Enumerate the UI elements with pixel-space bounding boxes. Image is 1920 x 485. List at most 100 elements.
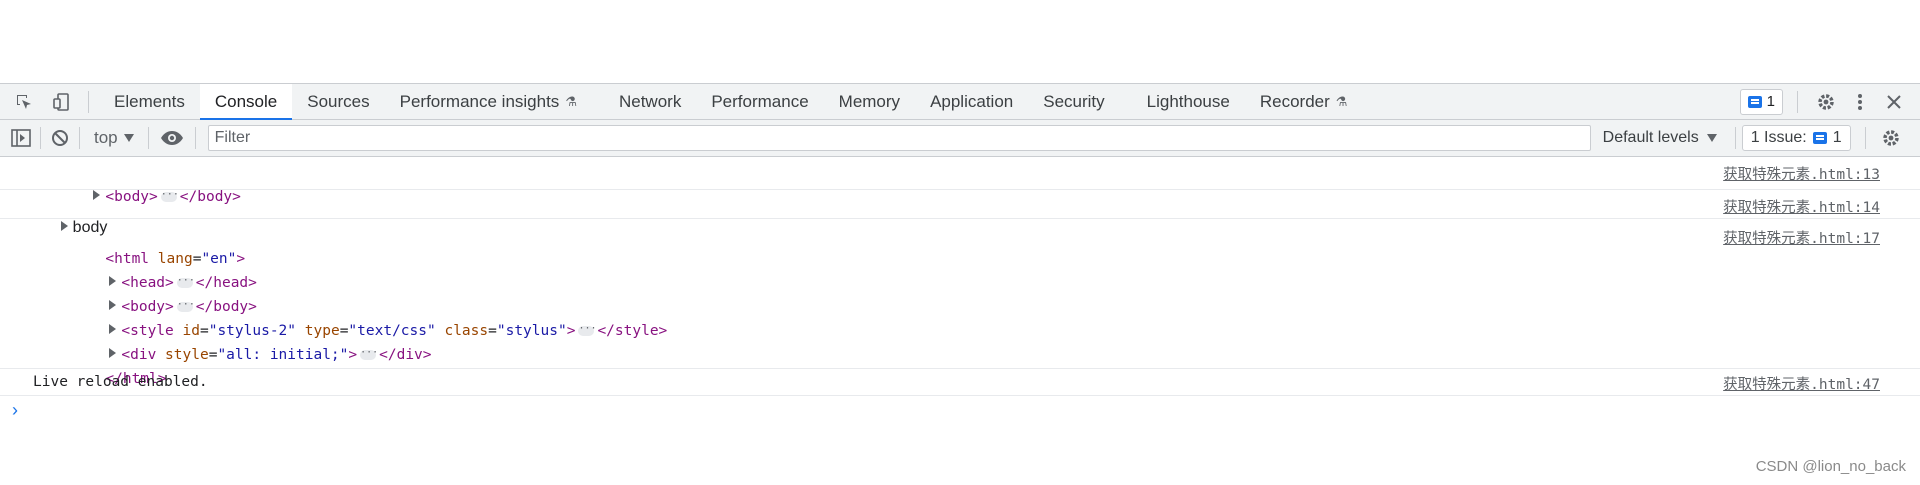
- attr-name: id: [182, 323, 200, 339]
- tab-label: Recorder: [1259, 91, 1330, 111]
- attr-value: "text/css": [348, 323, 436, 339]
- context-label: top: [94, 128, 118, 147]
- divider: [194, 127, 196, 149]
- tab-application[interactable]: Application: [915, 84, 1028, 119]
- divider: [147, 127, 149, 149]
- object-preview[interactable]: <body>···</body>: [0, 157, 1920, 205]
- expand-triangle-icon[interactable]: [93, 190, 101, 200]
- source-link[interactable]: 获取特殊元素.html:47: [1723, 377, 1880, 393]
- dom-node-div[interactable]: <div style="all: initial;">···</div>: [0, 319, 1920, 363]
- html-close-tag: </html>: [105, 371, 167, 387]
- attr-value: "stylus-2": [208, 323, 297, 339]
- more-options-icon[interactable]: [1846, 88, 1874, 116]
- tab-label: Network: [618, 91, 682, 111]
- live-expression-eye-icon[interactable]: [155, 125, 189, 151]
- tab-performance-insights[interactable]: Performance insights⚗: [385, 84, 592, 119]
- divider: [79, 127, 80, 149]
- page-blank-area: [0, 0, 1920, 83]
- levels-label: Default levels: [1602, 129, 1699, 146]
- tab-console[interactable]: Console: [199, 84, 293, 120]
- divider: [1734, 127, 1736, 149]
- experiment-flask-icon: ⚗: [565, 93, 577, 109]
- attr-value: "en": [201, 251, 237, 267]
- expand-triangle-icon[interactable]: [109, 276, 117, 286]
- issues-button[interactable]: 1 Issue: 1: [1741, 125, 1851, 151]
- tab-label: Security: [1043, 91, 1105, 111]
- clear-console-icon[interactable]: [47, 125, 73, 151]
- divider: [40, 127, 41, 149]
- expand-triangle-icon[interactable]: [109, 300, 117, 310]
- context-selector[interactable]: top: [86, 128, 142, 148]
- console-messages: <body>···</body> 获取特殊元素.html:13 body 获取特…: [0, 157, 1920, 396]
- watermark: CSDN @lion_no_back: [1755, 458, 1906, 475]
- settings-gear-icon[interactable]: [1812, 88, 1840, 116]
- tab-performance[interactable]: Performance: [696, 84, 823, 119]
- panel-tabs: Elements Console Sources Performance ins…: [99, 84, 1363, 120]
- console-prompt-chevron-icon[interactable]: ›: [12, 400, 18, 420]
- source-link[interactable]: 获取特殊元素.html:13: [1723, 167, 1880, 183]
- tag-bracket: >: [236, 251, 246, 267]
- inspect-element-icon[interactable]: [12, 90, 36, 114]
- head-open-tag: <head>: [121, 275, 174, 291]
- tab-elements[interactable]: Elements: [99, 84, 200, 119]
- divider: [88, 90, 89, 113]
- attr-value: "stylus": [496, 323, 567, 339]
- style-close-tag: </style>: [597, 323, 668, 339]
- expand-triangle-icon[interactable]: [109, 324, 117, 334]
- tab-label: Performance: [711, 91, 809, 111]
- source-link[interactable]: 获取特殊元素.html:14: [1723, 200, 1880, 216]
- dom-node-style[interactable]: <style id="stylus-2" type="text/css" cla…: [0, 295, 1920, 339]
- element-open-tag: <body>: [105, 189, 158, 205]
- tab-label: Application: [930, 91, 1014, 111]
- show-sidebar-icon[interactable]: [8, 125, 34, 151]
- console-settings-gear-icon[interactable]: [1878, 125, 1904, 151]
- ellipsis-icon[interactable]: ···: [176, 299, 195, 312]
- ellipsis-icon[interactable]: ···: [578, 323, 597, 336]
- attr-name: type: [304, 323, 340, 339]
- html-close-line: </html>: [0, 343, 1920, 387]
- console-message: body 获取特殊元素.html:14: [0, 190, 1920, 236]
- ellipsis-icon[interactable]: ···: [160, 189, 179, 202]
- devtools-tabbar: Elements Console Sources Performance ins…: [0, 83, 1920, 120]
- issues-label: 1 Issue:: [1750, 129, 1807, 146]
- tab-memory[interactable]: Memory: [824, 84, 915, 119]
- tab-recorder[interactable]: Recorder ⚗: [1245, 84, 1363, 119]
- experiment-flask-icon: ⚗: [1335, 93, 1348, 109]
- object-preview[interactable]: body: [0, 190, 1920, 236]
- filter-input[interactable]: [207, 125, 1591, 151]
- messages-count: 1: [1766, 93, 1775, 110]
- divider: [1797, 90, 1798, 113]
- tag-bracket: >: [566, 323, 576, 339]
- device-toolbar-icon[interactable]: [50, 90, 74, 114]
- log-text: Live reload enabled.: [33, 374, 208, 390]
- log-levels-dropdown[interactable]: Default levels: [1591, 129, 1729, 147]
- close-devtools-icon[interactable]: [1880, 88, 1908, 116]
- console-message: <html lang="en"> <head>···</head> <body>…: [0, 219, 1920, 387]
- console-message: Live reload enabled. 获取特殊元素.html:47: [0, 369, 1920, 396]
- head-close-tag: </head>: [195, 275, 257, 291]
- html-open-line: <html lang="en">: [105, 251, 246, 267]
- style-tag: <style: [121, 323, 174, 339]
- tab-lighthouse[interactable]: Lighthouse: [1132, 84, 1245, 119]
- attr-name: class: [444, 323, 489, 339]
- body-close-tag: </body>: [195, 299, 257, 315]
- tab-network[interactable]: Network: [604, 84, 696, 119]
- ellipsis-icon[interactable]: ···: [360, 347, 379, 360]
- chevron-down-icon: [123, 134, 134, 142]
- dom-node-body[interactable]: <body>···</body>: [0, 271, 1920, 315]
- ellipsis-icon[interactable]: ···: [176, 275, 195, 288]
- dom-node-head[interactable]: <head>···</head>: [0, 247, 1920, 291]
- divider: [1864, 127, 1866, 149]
- tab-sources[interactable]: Sources: [292, 84, 384, 119]
- expand-triangle-icon[interactable]: [109, 348, 117, 358]
- messages-badge[interactable]: 1: [1739, 88, 1783, 115]
- expand-triangle-icon[interactable]: [60, 221, 68, 231]
- tab-label: Memory: [838, 91, 901, 111]
- console-toolbar: top Default levels 1 Issue: 1: [0, 120, 1920, 157]
- issue-message-icon: [1812, 132, 1827, 144]
- source-link[interactable]: 获取特殊元素.html:17: [1723, 231, 1880, 247]
- attr-value: "all: initial;": [217, 347, 349, 363]
- issues-count: 1: [1832, 129, 1842, 146]
- tab-label: Sources: [307, 91, 370, 111]
- tab-security[interactable]: Security: [1028, 84, 1119, 119]
